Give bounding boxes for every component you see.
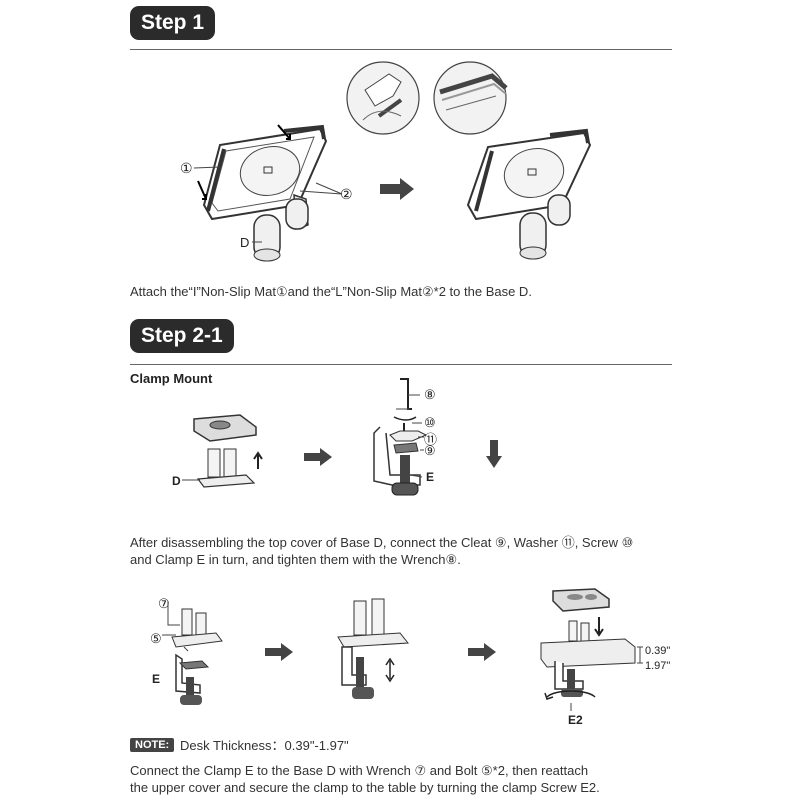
base-d-with-mats-before (193, 124, 343, 262)
clamp-attach-to-base (162, 601, 223, 705)
step1-instruction: Attach the“I”Non-Slip Mat①and the“L”Non-… (130, 284, 532, 299)
clamp-mounted-on-desk (540, 588, 643, 711)
final-instruction-line1: Connect the Clamp E to the Base D with W… (130, 763, 589, 778)
final-instruction-line2: the upper cover and secure the clamp to … (130, 780, 600, 795)
step2-badge: Step 2-1 (130, 319, 234, 353)
label-bolt-5: ⑤ (150, 631, 162, 646)
zoom-detail-mat-lift (346, 61, 420, 135)
step2-divider (130, 364, 672, 365)
label-base-d-step2: D (172, 474, 181, 488)
label-wrench-8: ⑧ (424, 387, 436, 402)
zoom-detail-mat-corner (433, 61, 508, 135)
arrow-down-icon (486, 440, 502, 468)
label-clamp-e-step2: E (426, 470, 435, 484)
label-base-d-step1: D (240, 235, 250, 250)
label-washer-11: ⑪ (424, 432, 438, 447)
label-mat-i: ① (180, 160, 193, 176)
step1-badge: Step 1 (130, 6, 216, 40)
arrow-right-icon (380, 178, 414, 200)
thickness-max-label: 1.97" (645, 660, 671, 672)
base-d-with-mats-after (466, 128, 592, 260)
step2-instruction-line2: and Clamp E in turn, and tighten them wi… (130, 552, 461, 567)
step1-divider (130, 49, 672, 50)
step2-instruction-line1: After disassembling the top cover of Bas… (130, 535, 634, 550)
label-screw-e2: E2 (568, 713, 583, 727)
clamp-mount-subtitle: Clamp Mount (130, 371, 213, 386)
base-d-disassembled (182, 414, 263, 488)
note-badge: NOTE: (130, 738, 175, 752)
arrow-right-icon (304, 448, 332, 466)
arrow-right-icon (265, 643, 293, 661)
label-screw-10: ⑩ (424, 415, 436, 430)
label-cleat-9: ⑨ (424, 443, 436, 458)
thickness-min-label: 0.39" (645, 645, 671, 657)
arrow-right-icon (468, 643, 496, 661)
clamp-assembled (337, 598, 409, 699)
label-clamp-e-attach: E (152, 672, 161, 686)
clamp-assembly-exploded (373, 378, 428, 496)
note-desk-thickness: Desk Thickness：0.39"-1.97" (180, 738, 349, 753)
label-mat-l: ② (340, 186, 353, 202)
label-wrench-7: ⑦ (158, 596, 170, 611)
